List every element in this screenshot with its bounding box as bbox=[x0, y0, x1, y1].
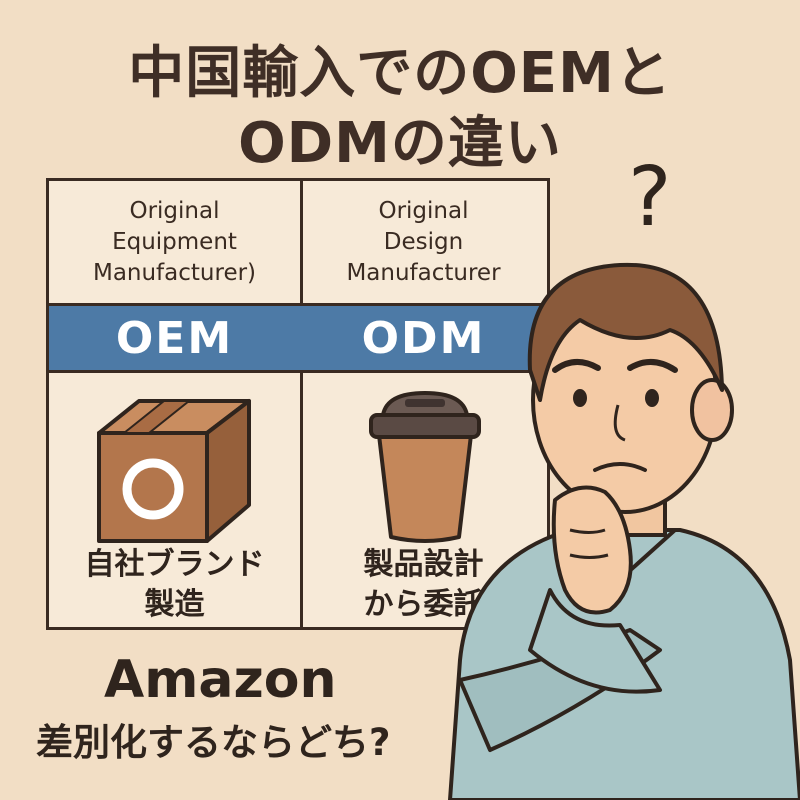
oem-column: Original Equipment Manufacturer) OEM 自社ブ… bbox=[49, 181, 303, 627]
title-line-2: ODMの違い bbox=[238, 111, 562, 176]
comparison-table: Original Equipment Manufacturer) OEM 自社ブ… bbox=[46, 178, 550, 630]
oem-full-name: Original Equipment Manufacturer) bbox=[49, 181, 300, 306]
oem-description-line-1: 自社ブランド bbox=[84, 547, 265, 582]
cardboard-box-icon bbox=[97, 399, 251, 543]
odm-description-line-2: から委託 bbox=[363, 587, 484, 622]
question-mark: ? bbox=[628, 150, 672, 245]
oem-name-line-3: Manufacturer) bbox=[92, 259, 257, 286]
oem-band: OEM bbox=[49, 306, 300, 373]
odm-name-line-2: Design bbox=[383, 228, 464, 255]
bottom-heading: Amazon bbox=[104, 650, 337, 710]
oem-acronym: OEM bbox=[115, 312, 234, 364]
title-line-1: 中国輸入でのOEMと bbox=[128, 41, 672, 106]
coffee-cup-icon bbox=[369, 391, 481, 543]
thinking-man-illustration bbox=[448, 262, 800, 800]
odm-acronym: ODM bbox=[361, 312, 486, 364]
oem-name-line-2: Equipment bbox=[112, 228, 237, 255]
odm-full-name: Original Design Manufacturer bbox=[300, 181, 547, 306]
bottom-question: 差別化するならどち? bbox=[36, 721, 391, 764]
odm-band: ODM bbox=[300, 306, 547, 373]
oem-name-line-1: Original bbox=[129, 197, 220, 224]
odm-column: Original Design Manufacturer ODM 製品設計 から… bbox=[300, 181, 547, 627]
odm-body: 製品設計 から委託 bbox=[300, 373, 547, 627]
oem-body: 自社ブランド 製造 bbox=[49, 373, 300, 627]
odm-description-line-1: 製品設計 bbox=[363, 547, 484, 582]
odm-name-line-1: Original bbox=[378, 197, 469, 224]
odm-name-line-3: Manufacturer bbox=[346, 259, 501, 286]
oem-description-line-2: 製造 bbox=[144, 587, 205, 622]
